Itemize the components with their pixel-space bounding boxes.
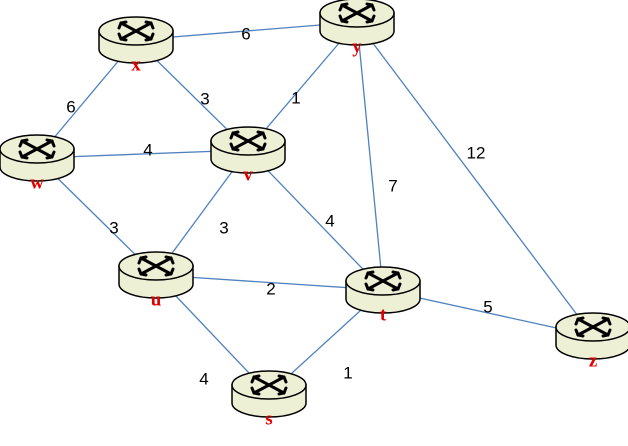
edge-v-t: [247, 149, 384, 291]
router-node-s: s: [231, 370, 307, 429]
router-icon: [0, 134, 75, 182]
edge-weights-layer: 6 6 3 1 4 7 12 3 3 4 2 5 4 1: [66, 24, 492, 388]
node-label-u: u: [151, 289, 162, 310]
edge-weight-x-w: 6: [66, 97, 75, 116]
node-label-s: s: [265, 408, 272, 429]
edge-weight-v-y: 1: [291, 88, 300, 107]
edge-weight-w-v: 4: [143, 140, 152, 159]
edge-weight-v-u: 3: [219, 218, 228, 237]
edge-y-t: [356, 21, 384, 291]
node-label-z: z: [589, 350, 598, 371]
edge-weight-t-s: 1: [343, 363, 352, 382]
edge-weight-w-u: 3: [109, 218, 118, 237]
edge-weight-x-y: 6: [241, 24, 250, 43]
router-icon: [98, 16, 174, 64]
node-label-x: x: [131, 54, 141, 75]
router-node-t: t: [345, 266, 421, 325]
edge-weight-u-t: 2: [266, 279, 275, 298]
edge-weight-t-z: 5: [483, 297, 492, 316]
router-icon: [231, 370, 307, 418]
edge-weight-v-t: 4: [325, 211, 334, 230]
router-icon: [319, 0, 395, 46]
router-node-w: w: [0, 134, 75, 193]
edges-layer: [36, 21, 594, 395]
edge-weight-y-t: 7: [388, 176, 397, 195]
node-label-y: y: [352, 36, 362, 57]
router-node-x: x: [98, 16, 174, 75]
edge-weight-x-v: 3: [200, 89, 209, 108]
router-node-v: v: [210, 126, 286, 185]
router-icon: [210, 126, 286, 174]
edge-weight-y-z: 12: [467, 143, 486, 162]
node-label-w: w: [30, 172, 44, 193]
router-icon: [555, 312, 628, 360]
router-icon: [118, 251, 194, 299]
node-label-v: v: [243, 164, 253, 185]
edge-weight-u-s: 4: [199, 369, 208, 388]
router-node-y: y: [319, 0, 395, 57]
edge-u-t: [155, 274, 384, 291]
router-node-u: u: [118, 251, 194, 310]
router-icon: [345, 266, 421, 314]
nodes-layer: x y w v u t z s: [0, 0, 628, 429]
node-label-t: t: [380, 304, 387, 325]
edge-y-z: [356, 21, 594, 337]
router-node-z: z: [555, 312, 628, 371]
